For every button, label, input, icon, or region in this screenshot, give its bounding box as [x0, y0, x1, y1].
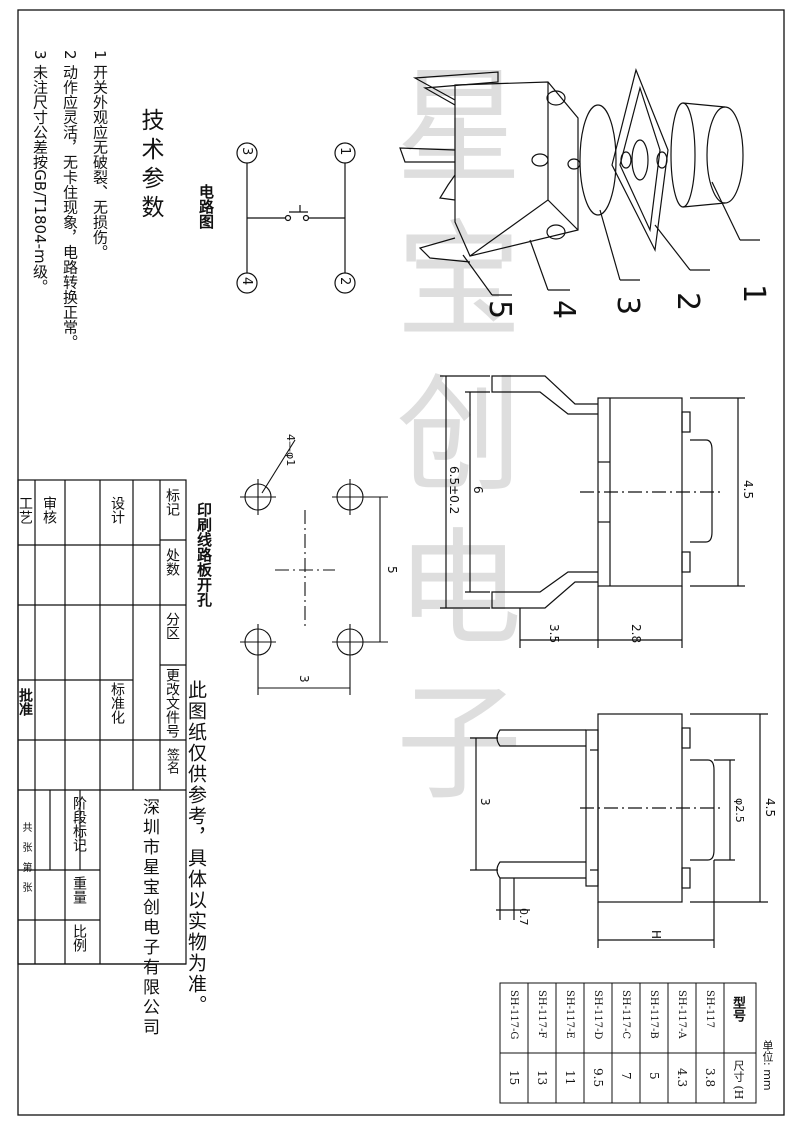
size-row-model: SH-117-D [592, 990, 603, 1040]
pin-label-1: 1 [337, 147, 352, 156]
pcb-hole-label: 4—φ1 [284, 434, 297, 467]
size-row-model: SH-117-A [676, 990, 687, 1039]
pin-label-3: 3 [239, 147, 254, 156]
size-row-model: SH-117-E [564, 990, 575, 1039]
pcb-dim-3: 3 [297, 675, 311, 683]
size-row-model: SH-117-F [536, 990, 547, 1039]
tb-stage-mark: 阶段标记 [71, 796, 87, 852]
circuit-title: 电路图 [197, 184, 215, 229]
title-block-lines [17, 479, 187, 965]
dim-3-5: 3.5 [547, 624, 561, 644]
tech-item-2: 2 动作应灵活，无卡住现象，电路转换正常。 [61, 50, 79, 350]
tb-sign: 签名 [164, 748, 179, 774]
side-plunger [690, 439, 713, 543]
size-row-model: SH-117 [704, 990, 715, 1029]
tb-count: 处数 [164, 548, 180, 576]
size-row-model: SH-117-B [648, 990, 659, 1039]
tb-scale: 比例 [71, 924, 87, 952]
tb-design: 设计 [109, 496, 125, 524]
tb-zone: 分区 [164, 612, 180, 640]
dim-phi-2-5: φ2.5 [733, 798, 746, 823]
part-number-5: 5 [482, 300, 517, 320]
leg-2 [399, 147, 456, 163]
leg-4 [418, 237, 471, 263]
size-row-h: 5 [647, 1072, 661, 1080]
leg-1 [412, 71, 499, 106]
company-name: 深圳市星宝创电子有限公司 [139, 798, 159, 1038]
part-number-3: 3 [610, 296, 645, 316]
pin-label-4: 4 [239, 277, 254, 286]
pcb-title: 印刷线路板开孔 [195, 502, 213, 607]
cover-plate [611, 68, 669, 253]
front-plunger [690, 759, 715, 861]
circuit-diagram [236, 142, 356, 294]
size-row-model: SH-117-G [508, 990, 519, 1040]
dim-h: H [649, 930, 663, 940]
side-view [440, 375, 745, 648]
size-row-h: 3.8 [703, 1068, 717, 1088]
side-leg-upper [491, 375, 598, 415]
disclaimer-note: 此图纸仅供参考，具体以实物为准。 [185, 680, 207, 1016]
tech-item-1: 1 开关外观应无破裂、无损伤。 [91, 50, 109, 260]
dim-2-8: 2.8 [629, 624, 643, 644]
tb-approve: 批准 [17, 688, 33, 716]
part-number-4: 4 [546, 300, 581, 320]
pcb-dim-5: 5 [385, 566, 399, 574]
size-table-header-size: 尺寸 (H [732, 1060, 745, 1100]
front-pin-lower [496, 861, 586, 879]
watermark-text: 星宝创电子 [375, 60, 522, 830]
size-table-unit: 单位: mm [761, 1040, 774, 1091]
tb-weight: 重量 [71, 876, 87, 904]
dim-4-5-front: 4.5 [763, 798, 777, 818]
part-number-2: 2 [670, 292, 705, 312]
size-row-h: 7 [619, 1072, 633, 1080]
size-row-h: 9.5 [591, 1068, 605, 1088]
pcb-hole-layout [240, 439, 388, 695]
dim-3-front: 3 [478, 798, 492, 806]
tb-mark: 标记 [164, 488, 180, 516]
size-row-h: 15 [507, 1070, 521, 1086]
pin-label-2: 2 [337, 277, 352, 286]
dim-6: 6 [471, 486, 485, 494]
dim-0-7: 0.7 [517, 908, 530, 926]
tb-craft: 工艺 [17, 496, 33, 524]
plunger-top [706, 106, 744, 204]
size-table-header-model: 型号 [730, 996, 745, 1022]
tb-sheet-count: 共 张 第 张 [20, 822, 31, 892]
side-leg-lower [491, 571, 598, 609]
contact-dome [579, 104, 617, 216]
leg-3 [439, 174, 456, 201]
tb-change-doc: 更改文件号 [164, 668, 180, 738]
tech-title: 技术参数 [137, 108, 163, 224]
part-number-1: 1 [736, 284, 771, 304]
plunger-base [670, 102, 696, 208]
size-row-h: 11 [563, 1070, 577, 1086]
dim-6-5: 6.5±0.2 [447, 466, 461, 515]
size-row-model: SH-117-C [620, 990, 631, 1040]
front-view [470, 713, 768, 948]
size-row-h: 4.3 [675, 1068, 689, 1088]
tb-review: 审核 [41, 496, 57, 524]
size-row-h: 13 [535, 1070, 549, 1086]
tech-item-3: 3 未注尺寸公差按GB/T1804-m级。 [31, 50, 49, 294]
dim-4-5-side: 4.5 [741, 480, 755, 500]
size-table-lines [499, 982, 757, 1104]
tb-standard: 标准化 [109, 682, 125, 724]
exploded-view [399, 68, 760, 296]
